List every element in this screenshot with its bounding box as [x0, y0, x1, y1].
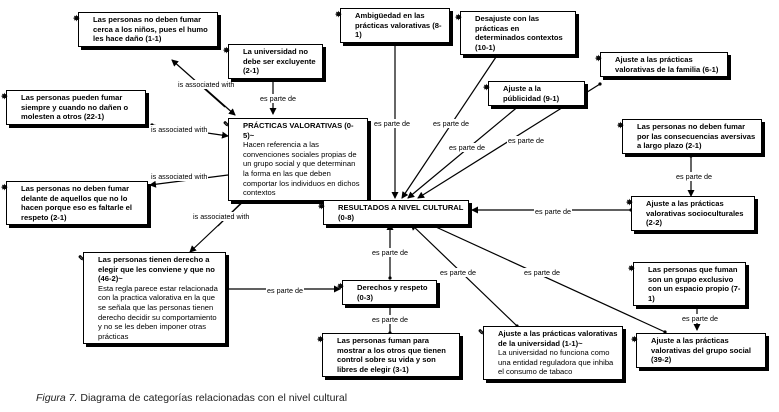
node-grupo-social[interactable]: ✵Ajuste a las prácticas valorativas del …	[631, 333, 766, 368]
star-code-icon: ✵	[73, 14, 80, 23]
link-label: es parte de	[266, 286, 304, 295]
node-resultados-nivel-cultural[interactable]: ✵RESULTADOS A NIVEL CULTURAL (0-8)	[318, 200, 469, 226]
star-code-icon: ✵	[223, 46, 230, 55]
node-practicas-valorativas[interactable]: ✎PRÁCTICAS VALORATIVAS (0-5)~ Hacen refe…	[223, 118, 368, 201]
star-code-icon: ✵	[628, 264, 635, 273]
link-label: es parte de	[448, 143, 486, 152]
link-label: es parte de	[439, 268, 477, 277]
node-universidad-excluyente[interactable]: ✵La universidad no debe ser excluyente (…	[223, 44, 323, 79]
star-code-icon: ✵	[617, 121, 624, 130]
node-derechos-respeto[interactable]: ✵Derechos y respeto (0-3)	[337, 280, 437, 306]
link-label: es parte de	[259, 94, 297, 103]
node-consecuencias[interactable]: ✵Las personas no deben fumar por las con…	[617, 119, 762, 154]
link-line	[424, 221, 667, 334]
link-line	[199, 83, 236, 116]
node-comment: Hacen referencia a las convenciones soci…	[243, 140, 360, 198]
link-label: es parte de	[371, 315, 409, 324]
link-label: es parte de	[681, 314, 719, 323]
star-code-icon: ✵	[483, 83, 490, 92]
link-label: es parte de	[507, 136, 545, 145]
link-label: es parte de	[371, 248, 409, 257]
node-mostrar[interactable]: ✵Las personas fuman para mostrar a los o…	[317, 333, 460, 378]
node-delante[interactable]: ✵Las personas no deben fumar delante de …	[1, 181, 148, 226]
node-siempre[interactable]: ✵Las personas pueden fumar siempre y cua…	[1, 90, 146, 125]
star-code-icon: ✵	[1, 183, 8, 192]
memo-code-icon: ✎	[478, 328, 485, 337]
node-desajuste[interactable]: ✵Desajuste con las prácticas en determin…	[455, 11, 576, 56]
star-code-icon: ✵	[317, 335, 324, 344]
node-derecho-elegir[interactable]: ✎Las personas tienen derecho a elegir qu…	[78, 252, 226, 345]
link-label: es parte de	[373, 119, 411, 128]
link-label: es parte de	[675, 172, 713, 181]
node-ninos[interactable]: ✵Las personas no deben fumar cerca a los…	[73, 12, 218, 47]
star-code-icon: ✵	[631, 335, 638, 344]
link-label: is associated with	[150, 125, 209, 134]
link-label: es parte de	[534, 207, 572, 216]
node-socioculturales[interactable]: ✵Ajuste a las prácticas valorativas soci…	[626, 196, 755, 231]
memo-code-icon: ✎	[78, 254, 85, 263]
node-comment: La universidad no funciona como una enti…	[498, 348, 614, 377]
node-familia[interactable]: ✵Ajuste a las prácticas valorativas de l…	[595, 52, 728, 78]
star-code-icon: ✵	[318, 202, 325, 211]
link-label: es parte de	[432, 119, 470, 128]
star-code-icon: ✵	[595, 54, 602, 63]
link-label: es parte de	[523, 268, 561, 277]
memo-code-icon: ✎	[223, 120, 230, 129]
figure-caption: Figura 7. Diagrama de categorías relacio…	[36, 392, 347, 404]
node-universidad-ajuste[interactable]: ✎Ajuste a las prácticas valorativas de l…	[478, 326, 623, 380]
link-label: is associated with	[192, 212, 251, 221]
star-code-icon: ✵	[455, 13, 462, 22]
node-ambiguedad[interactable]: ✵Ambigüedad en las prácticas valorativas…	[335, 8, 450, 43]
link-label: is associated with	[150, 172, 209, 181]
node-exclusivo[interactable]: ✵Las personas que fuman son un grupo exc…	[628, 262, 746, 307]
star-code-icon: ✵	[626, 198, 633, 207]
figure-caption-text: Diagrama de categorías relacionadas con …	[77, 392, 348, 404]
node-comment: Esta regla parece estar relacionada con …	[98, 283, 218, 341]
star-code-icon: ✵	[335, 10, 342, 19]
figure-label: Figura 7.	[36, 392, 78, 404]
star-code-icon: ✵	[1, 92, 8, 101]
link-label: is associated with	[177, 80, 236, 89]
node-publicidad[interactable]: ✵Ajuste a la públicidad (9-1)	[483, 81, 585, 107]
star-code-icon: ✵	[337, 282, 344, 291]
